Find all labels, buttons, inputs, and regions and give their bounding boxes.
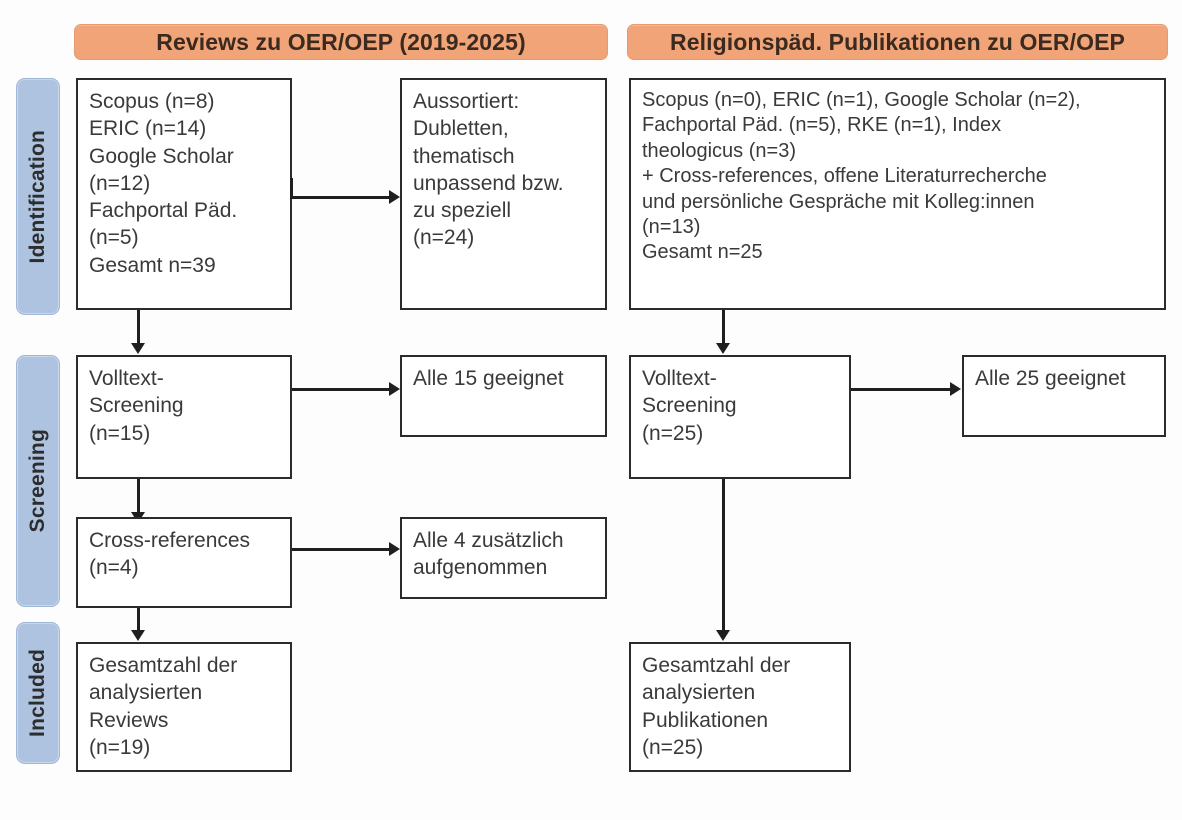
connector-right-fulltext-to-included bbox=[722, 479, 725, 635]
box-left-crossreferences-added-text: Alle 4 zusätzlich aufgenommen bbox=[413, 529, 564, 580]
box-left-crossreferences-text: Cross-references (n=4) bbox=[89, 529, 251, 580]
box-left-fulltext-eligible-text: Alle 15 geeignet bbox=[413, 367, 564, 390]
arrowhead-left-id-to-excluded bbox=[389, 190, 400, 204]
box-left-fulltext-screening-text: Volltext- Screening (n=15) bbox=[89, 367, 184, 445]
connector-left-fulltext-to-eligible bbox=[292, 388, 390, 391]
column-header-publications-text: Religionspäd. Publikationen zu OER/OEP bbox=[670, 28, 1125, 55]
box-left-excluded: Aussortiert: Dubletten, thematisch unpas… bbox=[400, 78, 607, 310]
arrowhead-left-fulltext-to-eligible bbox=[389, 382, 400, 396]
arrowhead-left-crossrefs-to-included bbox=[131, 630, 145, 641]
arrowhead-left-id-to-fulltext bbox=[131, 343, 145, 354]
stage-label-identification-text: Identification bbox=[26, 129, 49, 264]
box-right-identification-sources: Scopus (n=0), ERIC (n=1), Google Scholar… bbox=[629, 78, 1166, 310]
box-right-included-total: Gesamtzahl der analysierten Publikatione… bbox=[629, 642, 851, 772]
box-left-fulltext-screening: Volltext- Screening (n=15) bbox=[76, 355, 292, 479]
box-left-crossreferences: Cross-references (n=4) bbox=[76, 517, 292, 608]
box-left-fulltext-eligible: Alle 15 geeignet bbox=[400, 355, 607, 437]
arrowhead-right-fulltext-to-eligible bbox=[950, 382, 961, 396]
connector-left-fulltext-to-crossrefs bbox=[137, 479, 140, 517]
stage-label-screening-text: Screening bbox=[26, 429, 49, 533]
box-right-fulltext-screening: Volltext- Screening (n=25) bbox=[629, 355, 851, 479]
column-header-reviews: Reviews zu OER/OEP (2019-2025) bbox=[74, 24, 608, 60]
box-left-included-total: Gesamtzahl der analysierten Reviews (n=1… bbox=[76, 642, 292, 772]
column-header-reviews-text: Reviews zu OER/OEP (2019-2025) bbox=[156, 28, 526, 55]
connector-left-crossrefs-to-added bbox=[292, 548, 390, 551]
box-left-identification-sources: Scopus (n=8) ERIC (n=14) Google Scholar … bbox=[76, 78, 292, 310]
box-right-fulltext-eligible: Alle 25 geeignet bbox=[962, 355, 1166, 437]
arrowhead-right-id-to-fulltext bbox=[716, 343, 730, 354]
box-left-identification-sources-text: Scopus (n=8) ERIC (n=14) Google Scholar … bbox=[89, 90, 238, 277]
connector-left-crossrefs-to-included bbox=[137, 608, 140, 635]
box-right-fulltext-screening-text: Volltext- Screening (n=25) bbox=[642, 367, 737, 445]
stage-label-screening: Screening bbox=[16, 355, 60, 607]
box-right-identification-sources-text: Scopus (n=0), ERIC (n=1), Google Scholar… bbox=[642, 89, 1081, 264]
connector-right-fulltext-to-eligible bbox=[851, 388, 951, 391]
stage-label-identification: Identification bbox=[16, 78, 60, 315]
box-left-excluded-text: Aussortiert: Dubletten, thematisch unpas… bbox=[413, 90, 564, 250]
box-left-included-total-text: Gesamtzahl der analysierten Reviews (n=1… bbox=[89, 654, 238, 759]
column-header-publications: Religionspäd. Publikationen zu OER/OEP bbox=[627, 24, 1168, 60]
box-right-included-total-text: Gesamtzahl der analysierten Publikatione… bbox=[642, 654, 791, 759]
arrowhead-left-crossrefs-to-added bbox=[389, 542, 400, 556]
stage-label-included-text: Included bbox=[26, 649, 49, 737]
stage-label-included: Included bbox=[16, 622, 60, 764]
connector-right-id-to-fulltext bbox=[722, 310, 725, 345]
connector-left-id-to-fulltext bbox=[137, 310, 140, 345]
arrowhead-right-fulltext-to-included bbox=[716, 630, 730, 641]
box-left-crossreferences-added: Alle 4 zusätzlich aufgenommen bbox=[400, 517, 607, 599]
connector-left-id-to-excluded-stub bbox=[290, 178, 293, 198]
box-right-fulltext-eligible-text: Alle 25 geeignet bbox=[975, 367, 1126, 390]
connector-left-id-to-excluded bbox=[290, 196, 390, 199]
